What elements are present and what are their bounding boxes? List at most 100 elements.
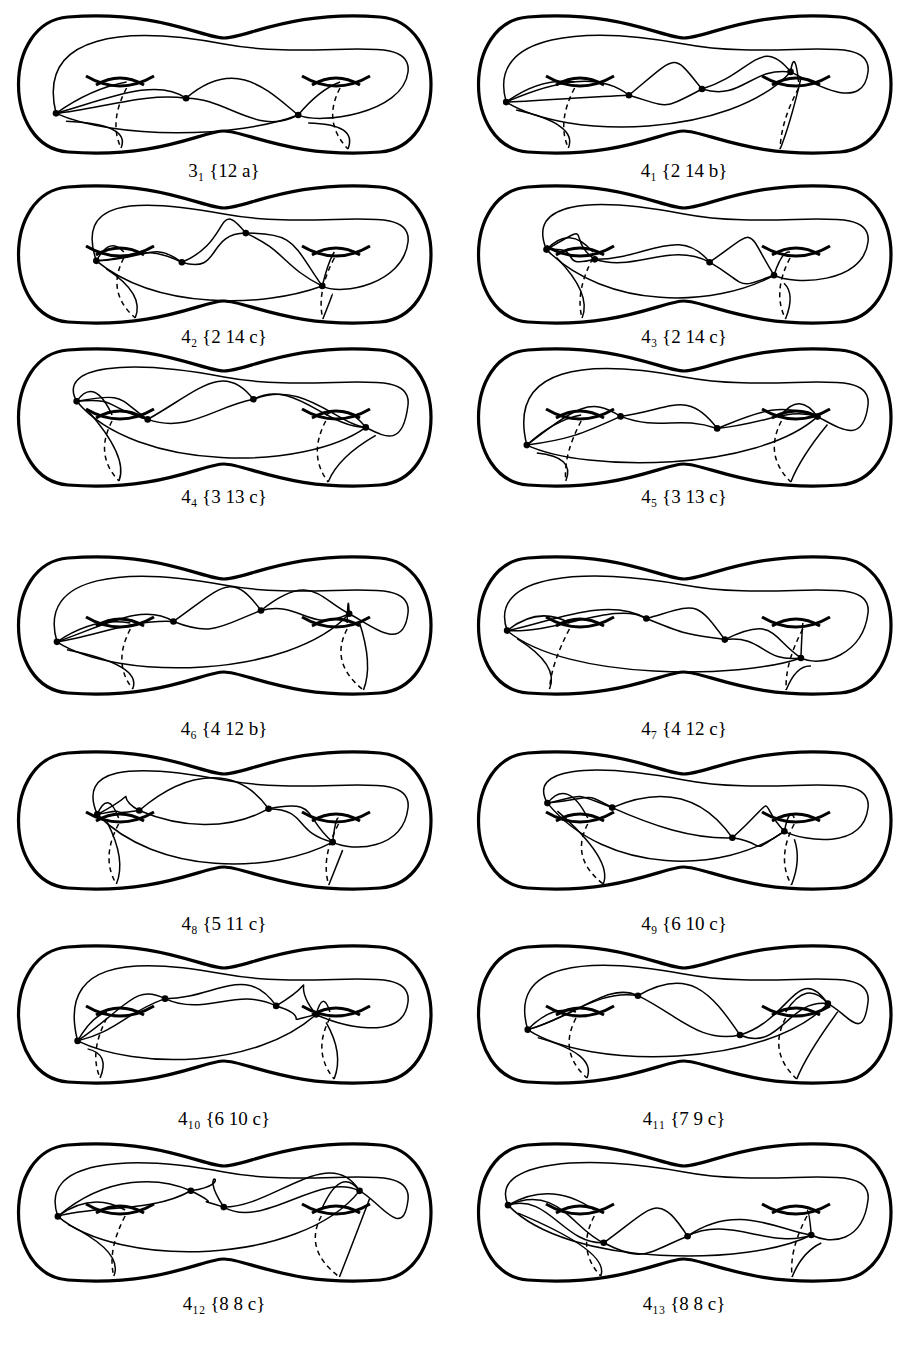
graph-edge bbox=[507, 616, 569, 631]
graph-edge bbox=[276, 1006, 316, 1019]
graph-edge bbox=[527, 417, 818, 463]
graph-edge bbox=[328, 435, 376, 482]
genus-two-surface bbox=[479, 16, 892, 153]
figure-caption: 4₁₂ {8 8 c} bbox=[180, 1293, 269, 1315]
graph-edge bbox=[53, 36, 408, 119]
hole-lower bbox=[546, 409, 614, 419]
genus-two-surface bbox=[479, 349, 892, 486]
graph-edge bbox=[298, 82, 340, 115]
graph-edge bbox=[107, 822, 120, 884]
surface-outline bbox=[479, 1144, 892, 1281]
graph-edge bbox=[329, 850, 343, 885]
figure-caption: 4₁₁ {7 9 c} bbox=[640, 1108, 729, 1130]
graph-edge bbox=[57, 622, 130, 642]
graph-vertex bbox=[781, 828, 788, 835]
graph-edge bbox=[253, 394, 365, 427]
graph-edge bbox=[269, 809, 333, 842]
graph-vertex bbox=[295, 112, 302, 119]
graph-edge bbox=[506, 81, 629, 102]
graph-edge bbox=[717, 414, 817, 429]
hole-upper bbox=[772, 1206, 820, 1213]
graph-vertex bbox=[329, 839, 336, 846]
hole-lower bbox=[762, 246, 830, 256]
genus-two-surface bbox=[479, 946, 892, 1083]
surface-outline bbox=[479, 557, 892, 694]
genus-two-surface bbox=[19, 752, 432, 889]
graph-vertex bbox=[188, 1187, 195, 1194]
graph-vertex bbox=[591, 256, 598, 263]
graph-edge bbox=[74, 966, 408, 1041]
surface-outline bbox=[19, 946, 432, 1083]
graph-edge bbox=[791, 425, 828, 482]
graph-vertex bbox=[54, 639, 61, 646]
graph-edge bbox=[508, 1203, 604, 1243]
graph-edge bbox=[58, 1202, 125, 1216]
graph-edge bbox=[621, 416, 718, 428]
graph-vertex bbox=[250, 396, 257, 403]
graph-vertex bbox=[74, 1038, 81, 1045]
graph-vertex bbox=[183, 95, 190, 102]
graph-edge bbox=[92, 205, 408, 289]
graph-edge bbox=[646, 619, 724, 640]
graph-edge bbox=[629, 63, 702, 96]
graph-edge bbox=[506, 95, 629, 102]
graph-edge bbox=[781, 404, 817, 417]
hole-upper bbox=[772, 78, 820, 85]
figure-caption: 4₂ {2 14 c} bbox=[178, 326, 270, 348]
graph-edge bbox=[732, 831, 784, 846]
graph-vertex bbox=[609, 804, 616, 811]
graph-vertex bbox=[714, 425, 721, 432]
graph-vertex bbox=[771, 272, 778, 279]
graph-vertex bbox=[787, 69, 794, 76]
graph-edge bbox=[797, 1012, 838, 1079]
graph-edge bbox=[96, 246, 123, 261]
hidden-edge bbox=[569, 1018, 587, 1078]
surface-outline bbox=[479, 752, 892, 889]
graph-vertex bbox=[798, 655, 805, 662]
graph-edge bbox=[67, 650, 134, 689]
graph-edge bbox=[538, 1038, 589, 1078]
hole-lower bbox=[546, 246, 614, 256]
graph-edge bbox=[791, 839, 797, 885]
graph-edge bbox=[96, 261, 322, 301]
graph-vertex bbox=[505, 1202, 512, 1209]
graph-vertex bbox=[643, 615, 650, 622]
graph-vertex bbox=[706, 259, 713, 266]
graph-edge bbox=[253, 394, 365, 427]
graph-edge bbox=[528, 992, 638, 1029]
graph-edge bbox=[543, 205, 868, 281]
graph-edge bbox=[506, 72, 790, 127]
graph-edge bbox=[66, 121, 122, 148]
graph-edge bbox=[786, 993, 828, 1012]
graph-edge bbox=[269, 806, 333, 842]
graph-vertex bbox=[136, 807, 143, 814]
graph-edge bbox=[508, 1205, 811, 1256]
graph-edge bbox=[261, 609, 349, 621]
hole-lower bbox=[762, 617, 830, 627]
graph-edge bbox=[77, 397, 148, 419]
graph-edge bbox=[326, 411, 366, 428]
graph-edge bbox=[276, 985, 316, 1015]
figure-caption: 4₁₀ {6 10 c} bbox=[175, 1108, 273, 1130]
graph-edge bbox=[505, 1163, 868, 1240]
hole-lower bbox=[86, 812, 154, 822]
graph-edge bbox=[58, 1191, 360, 1252]
genus-two-surface bbox=[479, 752, 892, 889]
hole-lower bbox=[86, 76, 154, 86]
hidden-edge bbox=[104, 421, 118, 481]
graph-edge bbox=[508, 1194, 594, 1210]
graph-edge bbox=[186, 78, 298, 115]
graph-edge bbox=[547, 797, 612, 807]
surface-outline bbox=[19, 752, 432, 889]
graph-edge bbox=[732, 806, 784, 838]
graph-edge bbox=[646, 608, 724, 640]
graph-edge bbox=[68, 1224, 115, 1276]
genus-two-surface bbox=[19, 946, 432, 1083]
figure-caption: 3₁ {12 a} bbox=[185, 160, 262, 182]
graph-edge bbox=[96, 253, 181, 263]
graph-edge bbox=[88, 1049, 104, 1078]
hidden-edge bbox=[792, 1216, 807, 1277]
hidden-edge bbox=[317, 421, 328, 482]
graph-edge bbox=[604, 1208, 688, 1243]
